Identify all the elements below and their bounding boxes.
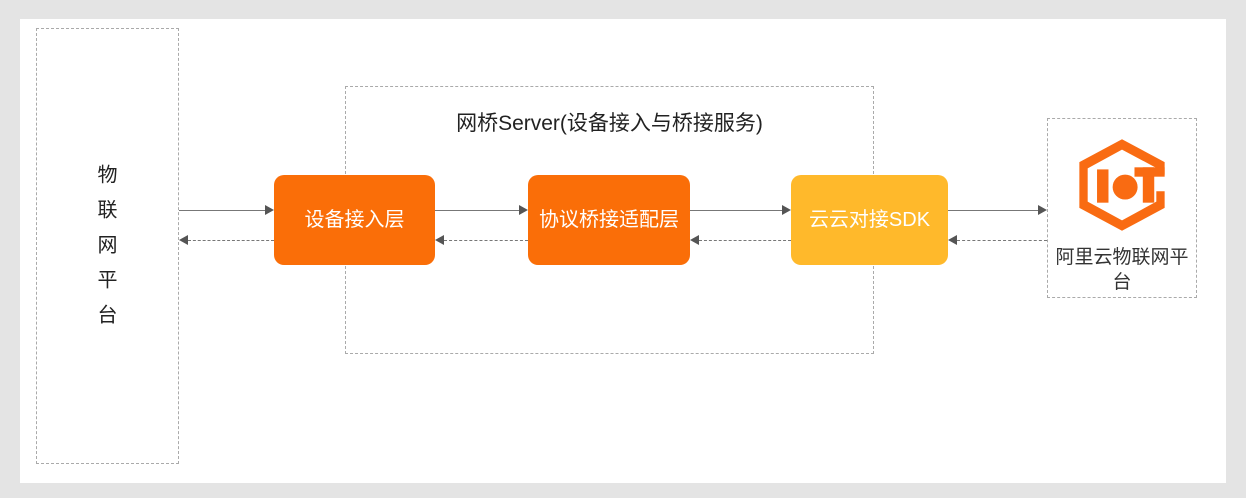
arrowhead-adapter-to-sdk xyxy=(782,205,791,215)
node-protocol-adapter-layer[interactable]: 协议桥接适配层 xyxy=(528,175,690,265)
node-protocol-adapter-layer-label: 协议桥接适配层 xyxy=(539,209,679,231)
bridge-server-title: 网桥Server(设备接入与桥接服务) xyxy=(456,112,763,135)
aliyun-iot-platform-label: 阿里云物联网平台 xyxy=(1055,247,1189,293)
iot-platform-char-5: 台 xyxy=(97,304,118,327)
iot-platform-char-4: 平 xyxy=(97,269,118,292)
arrowhead-platform-to-access xyxy=(265,205,274,215)
node-cloud-sdk-label: 云云对接SDK xyxy=(808,209,931,231)
iot-platform-char-3: 网 xyxy=(97,234,118,257)
node-device-access-layer-label: 设备接入层 xyxy=(304,209,405,231)
node-cloud-sdk[interactable]: 云云对接SDK xyxy=(791,175,948,265)
iot-platform-char-1: 物 xyxy=(97,164,118,187)
arrow-line-sdk-to-aliyun xyxy=(948,210,1038,211)
arrow-line-platform-to-access xyxy=(179,210,265,211)
arrow-line-access-to-platform xyxy=(188,240,274,241)
iot-platform-label: 物 联 网 平 台 xyxy=(37,159,178,334)
iot-platform-char-2: 联 xyxy=(97,199,118,222)
diagram-canvas: 物 联 网 平 台 网桥Server(设备接入与桥接服务) 设备接入层 协议桥接… xyxy=(20,19,1226,483)
arrowhead-sdk-to-adapter xyxy=(690,235,699,245)
arrow-line-aliyun-to-sdk xyxy=(957,240,1047,241)
arrowhead-access-to-platform xyxy=(179,235,188,245)
iot-hexagon-icon xyxy=(1079,139,1165,231)
arrow-line-adapter-to-access xyxy=(444,240,528,241)
arrow-line-adapter-to-sdk xyxy=(690,210,782,211)
aliyun-iot-platform-container: 阿里云物联网平台 xyxy=(1047,118,1197,298)
arrowhead-sdk-to-aliyun xyxy=(1038,205,1047,215)
arrow-line-sdk-to-adapter xyxy=(699,240,791,241)
arrowhead-access-to-adapter xyxy=(519,205,528,215)
arrow-line-access-to-adapter xyxy=(435,210,519,211)
node-device-access-layer[interactable]: 设备接入层 xyxy=(274,175,435,265)
iot-platform-container: 物 联 网 平 台 xyxy=(36,28,179,464)
arrowhead-aliyun-to-sdk xyxy=(948,235,957,245)
arrowhead-adapter-to-access xyxy=(435,235,444,245)
